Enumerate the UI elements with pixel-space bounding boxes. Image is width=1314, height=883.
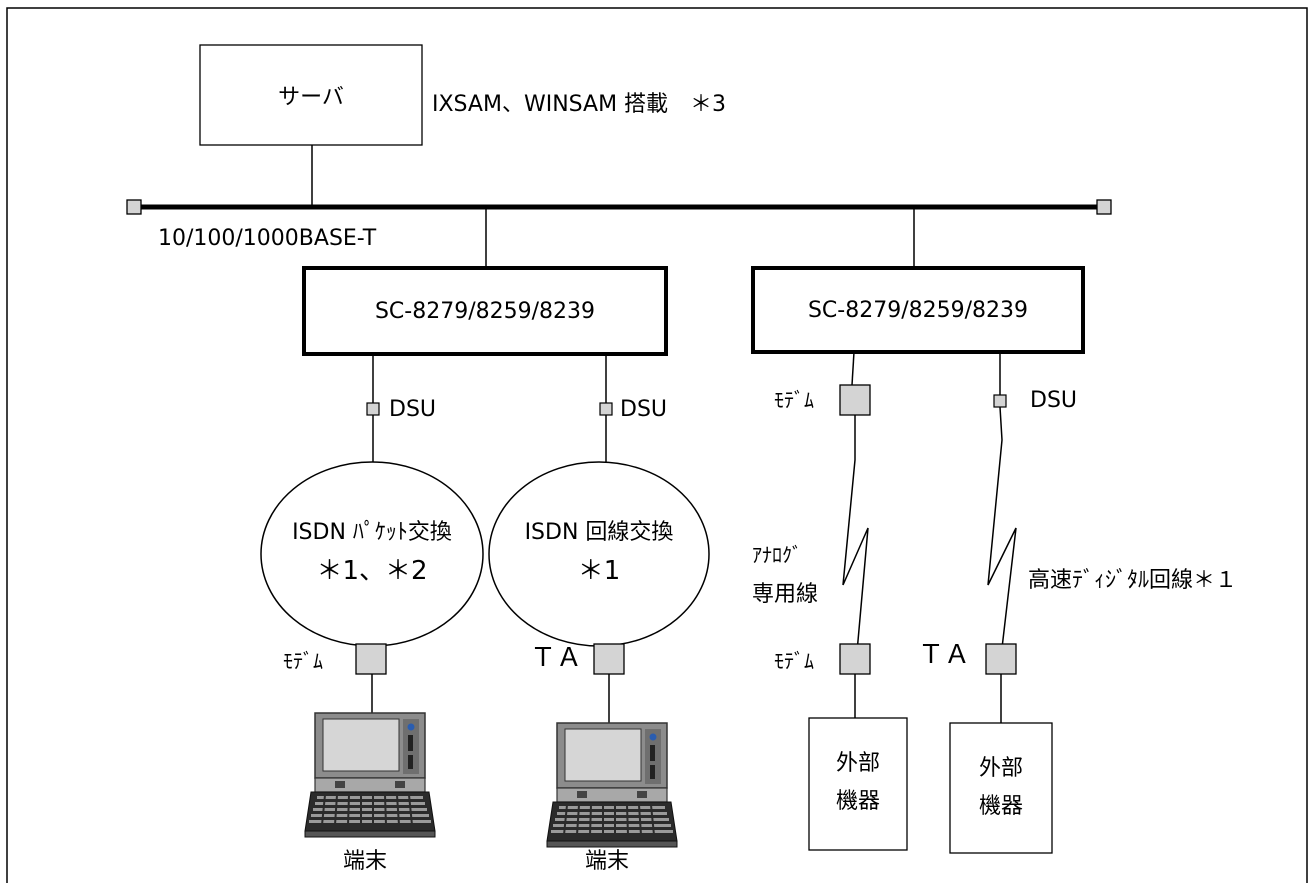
analog-line-label-2: 専用線: [752, 582, 819, 607]
ta-label-middle: ＴＡ: [530, 643, 583, 673]
laptop-icon: [304, 712, 436, 838]
isdn-packet-network: ISDN ﾊﾟｹｯﾄ交換 ＊1、＊2: [262, 505, 482, 601]
server-software-label: IXSAM、WINSAM 搭載 ＊3: [432, 92, 727, 117]
analog-line-label-1: ｱﾅﾛｸﾞ: [752, 543, 802, 567]
controller-right: SC-8279/8259/8239: [755, 270, 1081, 350]
terminal-label-right: 端末: [585, 849, 630, 874]
controller-right-label: SC-8279/8259/8239: [807, 297, 1029, 323]
isdn-packet-notes: ＊1、＊2: [316, 556, 428, 586]
laptop-icon: [546, 722, 678, 848]
isdn-circuit-network: ISDN 回線交換 ＊1: [489, 505, 709, 601]
controller-left: SC-8279/8259/8239: [306, 270, 664, 352]
controller-left-label: SC-8279/8259/8239: [374, 298, 596, 324]
isdn-circuit-notes: ＊1: [577, 556, 621, 586]
external-device-left: 外部 機器: [809, 730, 907, 836]
server-box: サーバ: [201, 46, 421, 144]
modem-label-bottom-right: ﾓﾃﾞﾑ: [774, 649, 814, 673]
server-label: サーバ: [278, 85, 344, 110]
modem-label-top: ﾓﾃﾞﾑ: [774, 388, 814, 412]
digital-line-label: 高速ﾃﾞｨｼﾞﾀﾙ回線＊１: [1028, 568, 1238, 593]
external-device-right-line2: 機器: [978, 794, 1023, 819]
isdn-packet-label: ISDN ﾊﾟｹｯﾄ交換: [292, 520, 452, 545]
ta-label-right: ＴＡ: [918, 640, 971, 670]
external-device-left-line2: 機器: [835, 789, 880, 814]
external-device-left-line1: 外部: [835, 751, 880, 776]
terminal-label-left: 端末: [343, 849, 388, 874]
dsu-label-b: DSU: [620, 397, 668, 422]
dsu-label-c: DSU: [1030, 388, 1078, 413]
external-device-right: 外部 機器: [950, 735, 1052, 841]
lan-label: 10/100/1000BASE-T: [158, 226, 377, 251]
modem-label-bottom-left: ﾓﾃﾞﾑ: [283, 649, 323, 673]
external-device-right-line1: 外部: [978, 756, 1023, 781]
isdn-circuit-label: ISDN 回線交換: [524, 520, 674, 545]
dsu-label-a: DSU: [389, 397, 437, 422]
